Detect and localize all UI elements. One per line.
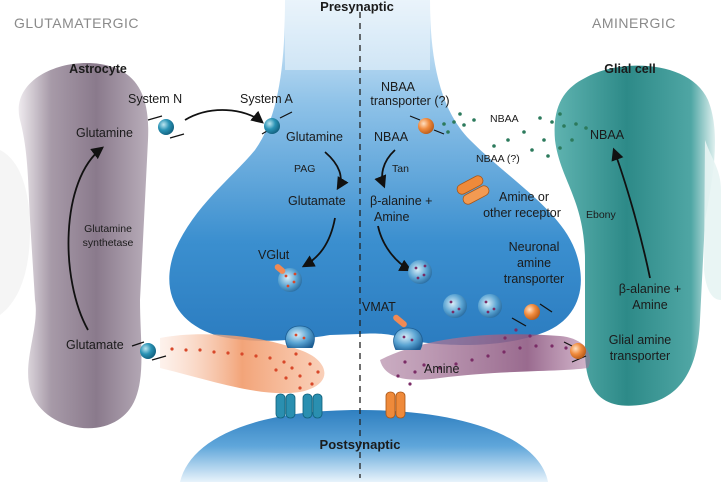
pre-nbaa-label: NBAA: [374, 130, 409, 144]
nbaa-dot-trail: [442, 112, 588, 158]
arrow-pre-glutamine-to-glutamate: [324, 151, 349, 191]
ebony-label: Ebony: [586, 209, 616, 221]
nbaa-dots-label: NBAA: [490, 113, 519, 125]
system-n-label: System N: [128, 92, 183, 106]
nbaa-dots-q-label: NBAA (?): [476, 153, 520, 165]
amine-receptor-line2: other receptor: [483, 206, 561, 220]
astro-glutamate-label: Glutamate: [66, 338, 124, 352]
amine-vesicle-2: [443, 294, 467, 318]
arrow-ebony: [611, 147, 651, 279]
astro-glutamine-label: Glutamine: [76, 126, 133, 140]
glutamine-synthetase-line2: synthetase: [82, 237, 134, 249]
amine-vesicle-3: [478, 294, 502, 318]
arrow-nbaa-to-beta-alanine: [374, 149, 396, 189]
glial-amine-transporter-line1: Glial amine: [608, 333, 672, 347]
vmat-label: VMAT: [362, 300, 396, 314]
nbaa-transporter-line1: NBAA: [380, 80, 416, 94]
pag-label: PAG: [294, 163, 316, 175]
postsynaptic-label: Postsynaptic: [319, 437, 401, 452]
vmat-transporter: [393, 314, 407, 328]
arrow-system-n-to-a: [184, 109, 264, 124]
glial-nbaa-label: NBAA: [590, 128, 625, 142]
amine-receptor: [456, 175, 490, 205]
system-a-transporter: [261, 111, 293, 135]
glial-cell: [554, 65, 716, 406]
header-glutamatergic: GLUTAMATERGIC: [14, 15, 139, 31]
nbaa-transporter-line2: transporter (?): [370, 94, 450, 108]
system-a-label: System A: [240, 92, 293, 106]
vglut-vesicle: [274, 264, 302, 292]
glial-beta-line1: β-alanine +: [618, 282, 682, 296]
neuronal-amine-line1: Neuronal: [508, 240, 560, 254]
glutamate-receptor-1: [275, 393, 296, 419]
amine-fusing-vesicle: [393, 327, 423, 351]
presynaptic-terminal: [169, 0, 581, 345]
arrow-astro-glutamate-to-glutamine: [67, 146, 105, 331]
postsynaptic-cell: [180, 410, 548, 482]
vglut-label: VGlut: [258, 248, 290, 262]
amine-dots: [396, 328, 568, 386]
pre-glutamate-label: Glutamate: [288, 194, 346, 208]
neuronal-amine-line3: transporter: [503, 272, 565, 286]
presynaptic-label: Presynaptic: [320, 0, 394, 14]
arrow-amine-to-vesicle: [377, 225, 413, 272]
glutamate-dots: [170, 347, 320, 390]
beta-alanine-amine-line1: β-alanine +: [370, 194, 433, 208]
glial-cell-label: Glial cell: [604, 62, 656, 76]
glut-fusing-vesicle: [285, 325, 315, 349]
pre-glutamine-label: Glutamine: [286, 130, 343, 144]
amine-receptor-line1: Amine or: [498, 190, 550, 204]
glial-amine-transporter-line2: transporter: [609, 349, 671, 363]
neuronal-amine-transporter: [511, 303, 553, 327]
arrow-glutamate-to-vglut: [301, 217, 336, 268]
astrocyte-cell: [18, 63, 149, 429]
neuronal-amine-line2: amine: [516, 256, 552, 270]
header-aminergic: AMINERGIC: [592, 15, 676, 31]
system-n-transporter: [147, 115, 185, 139]
glutamate-receptor-2: [302, 393, 323, 419]
amine-vesicle: [408, 260, 432, 284]
beta-alanine-amine-line2: Amine: [374, 210, 410, 224]
amine-release-cloud: [380, 334, 591, 380]
amine-postsynaptic-receptor: [385, 391, 406, 419]
astro-glutamate-transporter: [131, 341, 167, 361]
glutamine-synthetase-line1: Glutamine: [84, 223, 132, 235]
tan-label: Tan: [392, 163, 409, 175]
glial-beta-line2: Amine: [632, 298, 668, 312]
cleft-amine-label: Amine: [424, 362, 460, 376]
nbaa-transporter: [409, 115, 445, 135]
astrocyte-label: Astrocyte: [69, 62, 127, 76]
glial-amine-transporter: [563, 341, 587, 363]
